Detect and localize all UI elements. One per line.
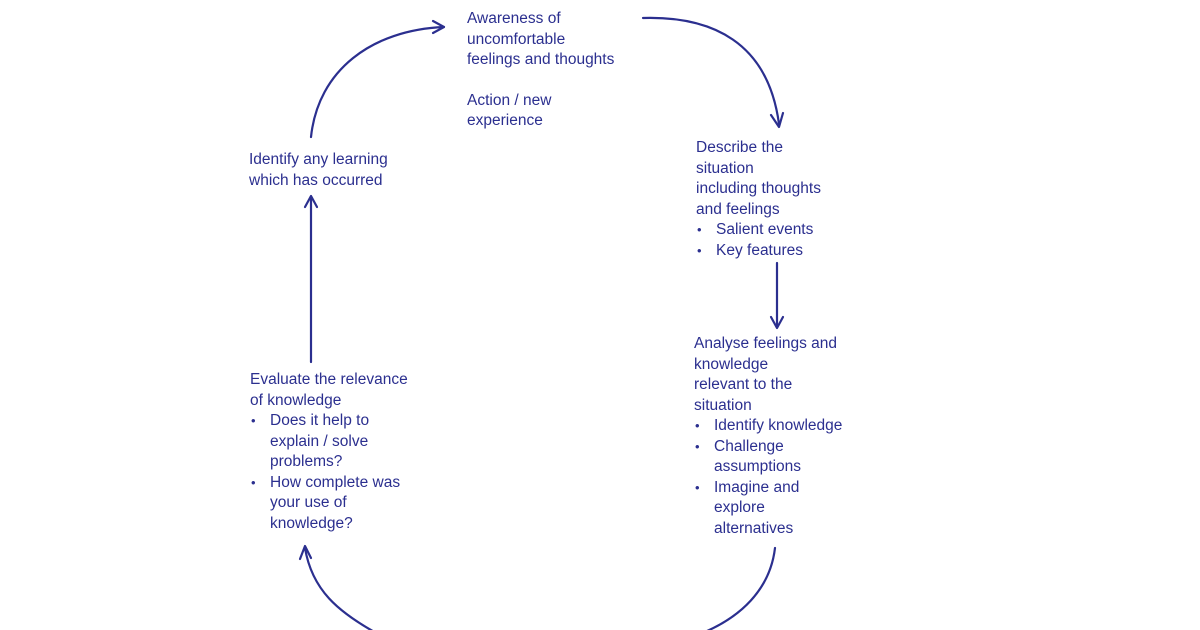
arrowhead-evaluate-to-identify — [303, 194, 319, 209]
identify-text: Identify any learning which has occurred — [249, 151, 388, 189]
arrow-analyse-to-evaluate-return — [303, 546, 374, 630]
evaluate-bullets: Does it help to explain / solve problems… — [250, 411, 480, 534]
node-awareness: Awareness of uncomfortable feelings and … — [467, 9, 697, 132]
node-describe: Describe the situation including thought… — [696, 138, 916, 261]
analyse-bullet: Challenge assumptions — [694, 437, 914, 478]
arrow-analyse-to-evaluate — [706, 546, 777, 630]
analyse-text: Analyse feelings and knowledge relevant … — [694, 335, 838, 414]
describe-bullet: Key features — [696, 241, 916, 262]
node-evaluate: Evaluate the relevance of knowledge Does… — [250, 370, 480, 534]
awareness-text: Awareness of uncomfortable feelings and … — [467, 10, 615, 68]
evaluate-text: Evaluate the relevance of knowledge — [250, 371, 408, 409]
describe-text: Describe the situation including thought… — [696, 139, 821, 218]
analyse-bullets: Identify knowledge Challenge assumptions… — [694, 416, 914, 539]
arrowhead-awareness-to-describe — [769, 111, 785, 129]
node-analyse: Analyse feelings and knowledge relevant … — [694, 334, 914, 539]
evaluate-bullet: Does it help to explain / solve problems… — [250, 411, 480, 473]
arrow-identify-to-awareness — [309, 25, 446, 139]
describe-bullets: Salient events Key features — [696, 220, 916, 261]
arrowhead-describe-to-analyse — [769, 315, 785, 330]
arrowhead-identify-to-awareness — [431, 19, 446, 35]
arrow-awareness-to-describe — [641, 16, 781, 126]
awareness-subtext: Action / new experience — [467, 91, 552, 130]
arrowhead-analyse-to-evaluate — [298, 544, 313, 561]
analyse-bullet: Identify knowledge — [694, 416, 914, 437]
evaluate-bullet: How complete was your use of knowledge? — [250, 473, 480, 535]
node-identify: Identify any learning which has occurred — [249, 150, 479, 191]
describe-bullet: Salient events — [696, 220, 916, 241]
analyse-bullet: Imagine and explore alternatives — [694, 478, 914, 540]
